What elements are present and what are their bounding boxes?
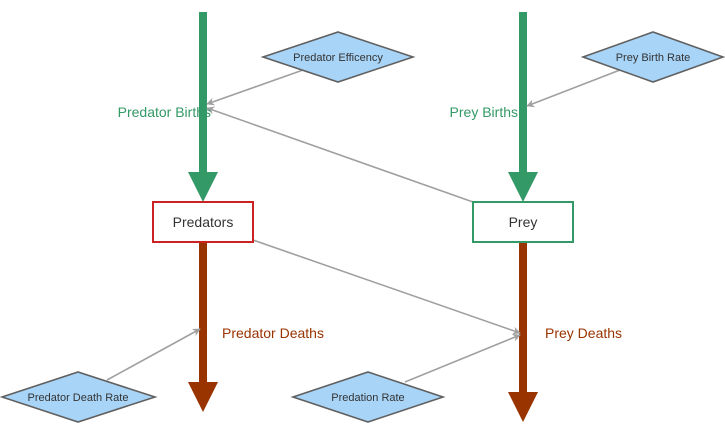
flow-predator-deaths-arrow[interactable] [188,242,218,412]
link-prey-birth-rate-to-prey-births[interactable] [526,69,621,108]
link-prey-to-predator-births[interactable] [206,106,474,203]
stock-prey[interactable]: Prey [472,201,574,243]
flow-prey-births-arrow[interactable] [508,12,538,202]
variable-predator-efficency-label: Predator Efficency [293,52,383,64]
flow-prey-deaths-arrow[interactable] [508,242,538,422]
variable-prey-birth-rate[interactable]: Prey Birth Rate [580,31,725,83]
link-predation-rate-to-prey-deaths[interactable] [404,334,521,383]
stock-prey-label: Prey [509,214,538,230]
variable-predator-efficency[interactable]: Predator Efficency [260,31,416,83]
stock-predators[interactable]: Predators [152,201,254,243]
variable-predation-rate[interactable]: Predation Rate [290,371,446,423]
variable-predator-death-rate[interactable]: Predator Death Rate [0,371,158,423]
variable-prey-birth-rate-label: Prey Birth Rate [616,52,691,64]
flow-predator-births-label: Predator Births [118,104,211,120]
link-efficency-to-predator-births[interactable] [206,69,304,106]
flow-predator-births-arrow[interactable] [188,12,218,202]
stock-predators-label: Predators [173,214,234,230]
flow-prey-deaths-label: Prey Deaths [545,325,622,341]
link-predators-to-prey-deaths[interactable] [252,239,521,335]
link-death-rate-to-predator-deaths[interactable] [106,328,201,381]
variable-predation-rate-label: Predation Rate [331,392,404,404]
flow-prey-births-label: Prey Births [450,104,518,120]
variable-predator-death-rate-label: Predator Death Rate [28,392,129,404]
flow-predator-deaths-label: Predator Deaths [222,325,324,341]
